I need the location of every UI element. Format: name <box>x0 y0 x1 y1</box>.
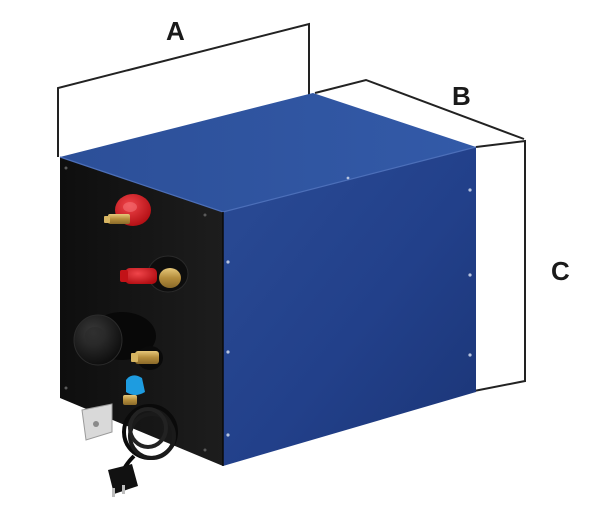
pressure-valve-fitting <box>120 255 189 293</box>
brass-outlet-fitting <box>131 346 163 370</box>
tank-front-panel <box>60 157 223 466</box>
dimension-a-label: A <box>166 16 185 46</box>
red-inlet-fitting <box>104 194 151 226</box>
tank-side-face <box>223 147 476 466</box>
side-screws <box>226 176 472 437</box>
thermostat-knob <box>73 312 156 366</box>
water-heater-tank <box>59 93 477 497</box>
mounting-bracket <box>81 403 113 441</box>
dimension-b-label: B <box>452 81 471 111</box>
tank-top-face <box>60 93 476 212</box>
cable-gland <box>123 375 145 405</box>
dimension-c-label: C <box>551 256 570 286</box>
power-plug <box>108 464 138 497</box>
dimension-b-bracket <box>314 78 525 140</box>
dimension-c-bracket <box>473 139 526 392</box>
front-screws <box>64 166 207 452</box>
dimension-a-bracket <box>57 22 310 157</box>
